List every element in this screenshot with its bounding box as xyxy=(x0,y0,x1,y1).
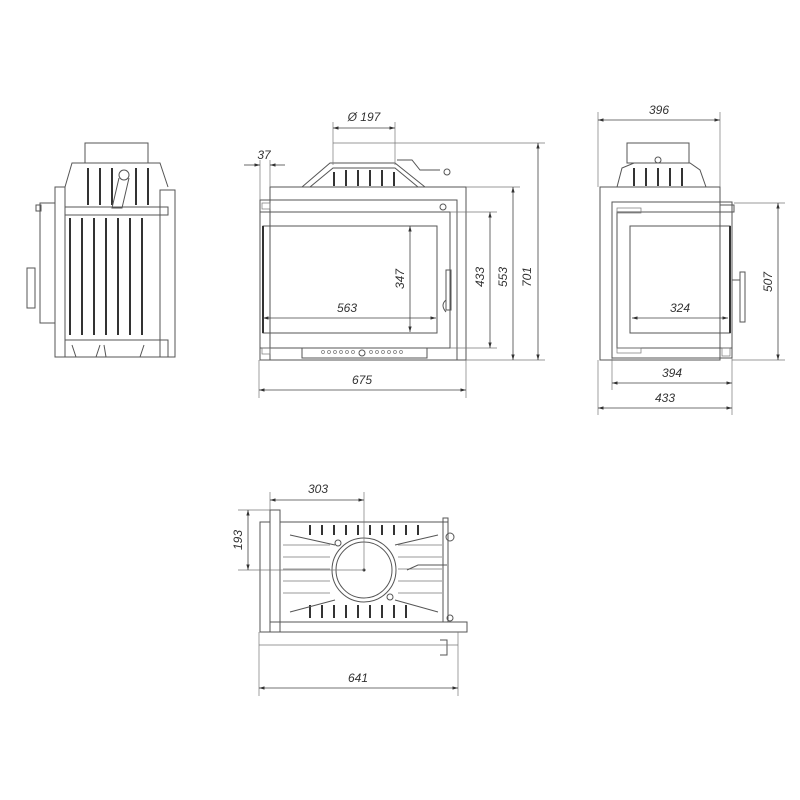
front-dimensions: Ø 197 37 701 553 433 347 563 675 xyxy=(244,110,545,398)
side-ribs xyxy=(283,534,442,613)
dim-top-total-width: 641 xyxy=(348,671,368,685)
side-fins xyxy=(633,168,683,186)
front-view xyxy=(259,159,467,361)
handle-icon xyxy=(26,267,36,309)
dim-glass-height: 347 xyxy=(393,268,407,289)
dim-door-depth: 394 xyxy=(662,366,682,380)
dim-frame-offset: 37 xyxy=(257,148,272,162)
top-view xyxy=(259,509,468,656)
dim-flue-diameter: Ø 197 xyxy=(347,110,382,124)
top-fins xyxy=(87,168,149,209)
grille-bars xyxy=(69,218,143,335)
vent-holes xyxy=(321,349,403,357)
glass-panel xyxy=(262,225,438,334)
dim-flue-offset-y: 193 xyxy=(231,530,245,550)
dim-side-height: 507 xyxy=(761,271,775,292)
dim-glass-width: 563 xyxy=(337,301,357,315)
dim-body-height: 553 xyxy=(496,267,510,287)
dim-total-depth: 433 xyxy=(655,391,675,405)
dim-total-height: 701 xyxy=(520,267,534,287)
dim-side-glass-depth: 324 xyxy=(670,301,690,315)
top-fins-upper xyxy=(309,525,419,535)
side-glass-panel xyxy=(629,225,731,334)
left-side-view xyxy=(26,142,176,358)
damper-rod xyxy=(406,564,447,571)
bracket xyxy=(440,639,448,656)
top-dimensions: 303 193 641 xyxy=(231,482,459,696)
damper-lever xyxy=(397,159,440,171)
top-fins-lower xyxy=(309,605,407,618)
side-handle-icon xyxy=(732,271,746,323)
side-dimensions: 396 507 324 394 433 xyxy=(597,103,785,415)
dim-total-width: 675 xyxy=(352,373,372,387)
dim-flue-offset-x: 303 xyxy=(308,482,328,496)
air-vent xyxy=(301,347,428,359)
collector-fins xyxy=(333,170,395,186)
right-side-view xyxy=(599,142,746,361)
dim-door-height: 433 xyxy=(473,267,487,287)
dim-top-depth: 396 xyxy=(649,103,669,117)
door-handle-icon xyxy=(442,269,452,313)
